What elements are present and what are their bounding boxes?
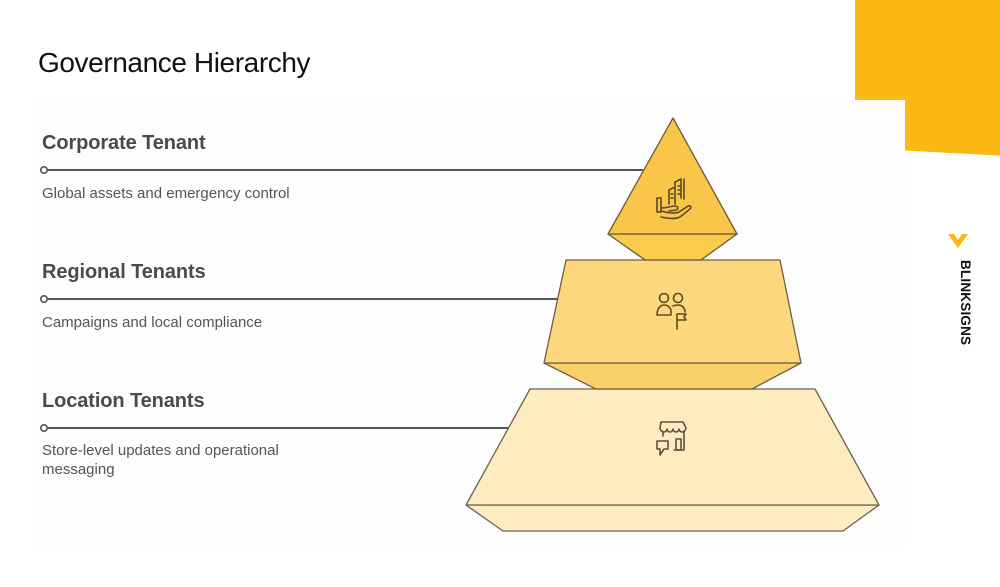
tier-label-1: Corporate Tenant Global assets and emerg… <box>42 132 290 202</box>
storefront-feedback-icon <box>656 421 687 456</box>
pyramid-tier-1 <box>607 117 738 261</box>
page-title: Governance Hierarchy <box>38 47 311 78</box>
tier-label-3: Location Tenants Store-level updates and… <box>42 390 279 478</box>
users-with-flag-icon <box>656 292 687 330</box>
tier-heading: Regional Tenants <box>42 261 206 283</box>
tier-description: Global assets and emergency control <box>42 185 290 202</box>
pyramid-tier-3 <box>465 388 880 532</box>
chevron-down-logo-icon <box>948 234 968 248</box>
hand-holding-buildings-icon <box>656 178 692 220</box>
brand-name: BLINKSIGNS <box>958 260 973 346</box>
pyramid-tier-2 <box>543 259 802 390</box>
connector-line-2 <box>39 294 577 303</box>
tier-description: Campaigns and local compliance <box>42 314 263 331</box>
connector-line-3 <box>39 423 510 432</box>
tier-description: Store-level updates and operational mess… <box>42 442 279 478</box>
tier-heading: Location Tenants <box>42 390 205 412</box>
connector-line-1 <box>39 166 643 175</box>
tier-heading: Corporate Tenant <box>42 132 206 154</box>
brand-logo: BLINKSIGNS <box>940 230 980 360</box>
tier-label-2: Regional Tenants Campaigns and local com… <box>42 261 262 331</box>
